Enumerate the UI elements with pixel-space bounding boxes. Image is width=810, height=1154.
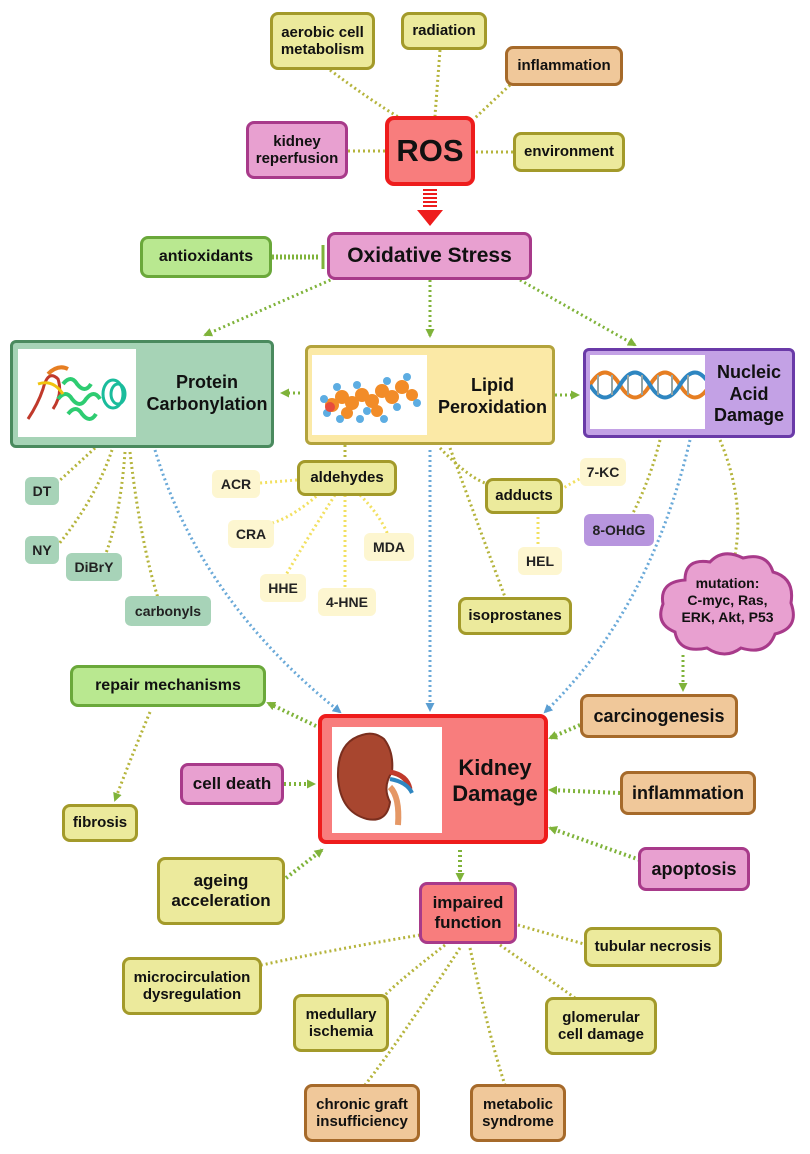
8-ohdg-node: 8-OHdG bbox=[584, 514, 654, 546]
cell-death-node: cell death bbox=[180, 763, 284, 805]
lipid-molecule-image bbox=[312, 355, 427, 435]
dna-helix-image bbox=[588, 355, 712, 429]
microcirculation-dysregulation-node: microcirculation dysregulation bbox=[122, 957, 262, 1015]
hel-node: HEL bbox=[518, 547, 562, 575]
inflammation-right-node: inflammation bbox=[620, 771, 756, 815]
kidney-image bbox=[332, 727, 442, 833]
mutation-genes-line-1: C-myc, Ras, bbox=[687, 591, 768, 608]
aldehydes-node: aldehydes bbox=[297, 460, 397, 496]
inflammation-top-node: inflammation bbox=[505, 46, 623, 86]
ros-node: ROS bbox=[385, 116, 475, 186]
environment-node: environment bbox=[513, 132, 625, 172]
carcinogenesis-node: carcinogenesis bbox=[580, 694, 738, 738]
mutation-title: mutation: bbox=[695, 575, 760, 591]
mutation-genes-line-2: ERK, Akt, P53 bbox=[681, 608, 774, 625]
antioxidants-node: antioxidants bbox=[140, 236, 272, 278]
lipid-peroxidation-label: Lipid Peroxidation bbox=[437, 375, 548, 417]
radiation-node: radiation bbox=[401, 12, 487, 50]
aerobic-metabolism-node: aerobic cell metabolism bbox=[270, 12, 375, 70]
kidney-damage-label: Kidney Damage bbox=[452, 755, 538, 807]
7-kc-node: 7-KC bbox=[580, 458, 626, 486]
hhe-node: HHE bbox=[260, 574, 306, 602]
protein-structure-image bbox=[18, 349, 136, 437]
mutation-cloud-shape bbox=[659, 552, 795, 656]
fibrosis-node: fibrosis bbox=[62, 804, 138, 842]
oxidative-stress-node: Oxidative Stress bbox=[327, 232, 532, 280]
apoptosis-node: apoptosis bbox=[638, 847, 750, 891]
isoprostanes-node: isoprostanes bbox=[458, 597, 572, 635]
repair-mechanisms-node: repair mechanisms bbox=[70, 665, 266, 707]
glomerular-cell-damage-node: glomerular cell damage bbox=[545, 997, 657, 1055]
dibry-node: DiBrY bbox=[66, 553, 122, 581]
chronic-graft-insufficiency-node: chronic graft insufficiency bbox=[304, 1084, 420, 1142]
kidney-reperfusion-node: kidney reperfusion bbox=[246, 121, 348, 179]
nucleic-acid-damage-label: Nucleic Acid Damage bbox=[713, 362, 785, 426]
ny-node: NY bbox=[25, 536, 59, 564]
acr-node: ACR bbox=[212, 470, 260, 498]
dt-node: DT bbox=[25, 477, 59, 505]
medullary-ischemia-node: medullary ischemia bbox=[293, 994, 389, 1052]
metabolic-syndrome-node: metabolic syndrome bbox=[470, 1084, 566, 1142]
mutation-label: mutation: C-myc, Ras, ERK, Akt, P53 bbox=[660, 575, 795, 625]
impaired-function-node: impaired function bbox=[419, 882, 517, 944]
tubular-necrosis-node: tubular necrosis bbox=[584, 927, 722, 967]
mda-node: MDA bbox=[364, 533, 414, 561]
adducts-node: adducts bbox=[485, 478, 563, 514]
protein-carbonylation-label: Protein Carbonylation bbox=[146, 372, 268, 414]
ageing-acceleration-node: ageing acceleration bbox=[157, 857, 285, 925]
carbonyls-node: carbonyls bbox=[125, 596, 211, 626]
4-hne-node: 4-HNE bbox=[318, 588, 376, 616]
cra-node: CRA bbox=[228, 520, 274, 548]
